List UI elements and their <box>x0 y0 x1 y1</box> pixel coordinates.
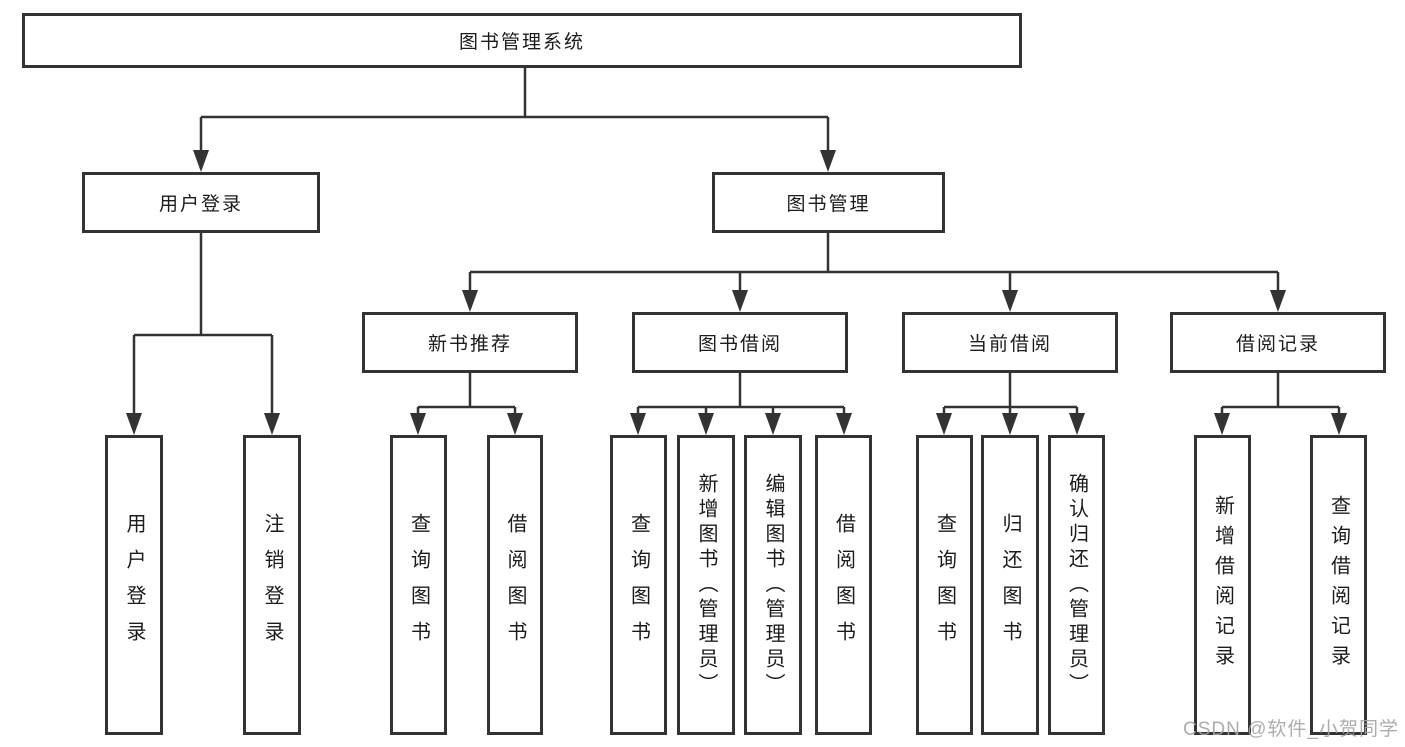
node-user-login-branch: 用户登录 <box>82 172 320 233</box>
node-current-borrow: 当前借阅 <box>902 312 1118 373</box>
node-book-management-branch: 图书管理 <box>712 172 945 233</box>
leaf-logout: 注销登录 <box>243 435 301 735</box>
leaf-add-books-admin: 新增图书（管理员） <box>677 435 735 735</box>
connector-paths <box>132 68 1341 414</box>
node-library-management-system: 图书管理系统 <box>22 13 1022 68</box>
csdn-watermark: CSDN @软件_小贺同学 <box>1183 719 1399 740</box>
leaf-borrow-books-recommend: 借阅图书 <box>487 435 543 735</box>
leaf-query-books-recommend: 查询图书 <box>390 435 447 735</box>
node-book-borrow: 图书借阅 <box>632 312 848 373</box>
leaf-user-login: 用户登录 <box>105 435 163 735</box>
leaf-edit-books-admin: 编辑图书（管理员） <box>744 435 802 735</box>
node-borrow-records: 借阅记录 <box>1170 312 1386 373</box>
leaf-query-borrow-record: 查询借阅记录 <box>1310 435 1367 735</box>
leaf-borrow-books: 借阅图书 <box>815 435 872 735</box>
leaf-query-books-current: 查询图书 <box>916 435 973 735</box>
leaf-return-books: 归还图书 <box>981 435 1039 735</box>
leaf-query-books-borrow: 查询图书 <box>610 435 667 735</box>
arrowheads <box>126 150 1347 435</box>
leaf-add-borrow-record: 新增借阅记录 <box>1194 435 1251 735</box>
leaf-confirm-return-admin: 确认归还（管理员） <box>1048 435 1105 735</box>
node-new-book-recommend: 新书推荐 <box>362 312 578 373</box>
